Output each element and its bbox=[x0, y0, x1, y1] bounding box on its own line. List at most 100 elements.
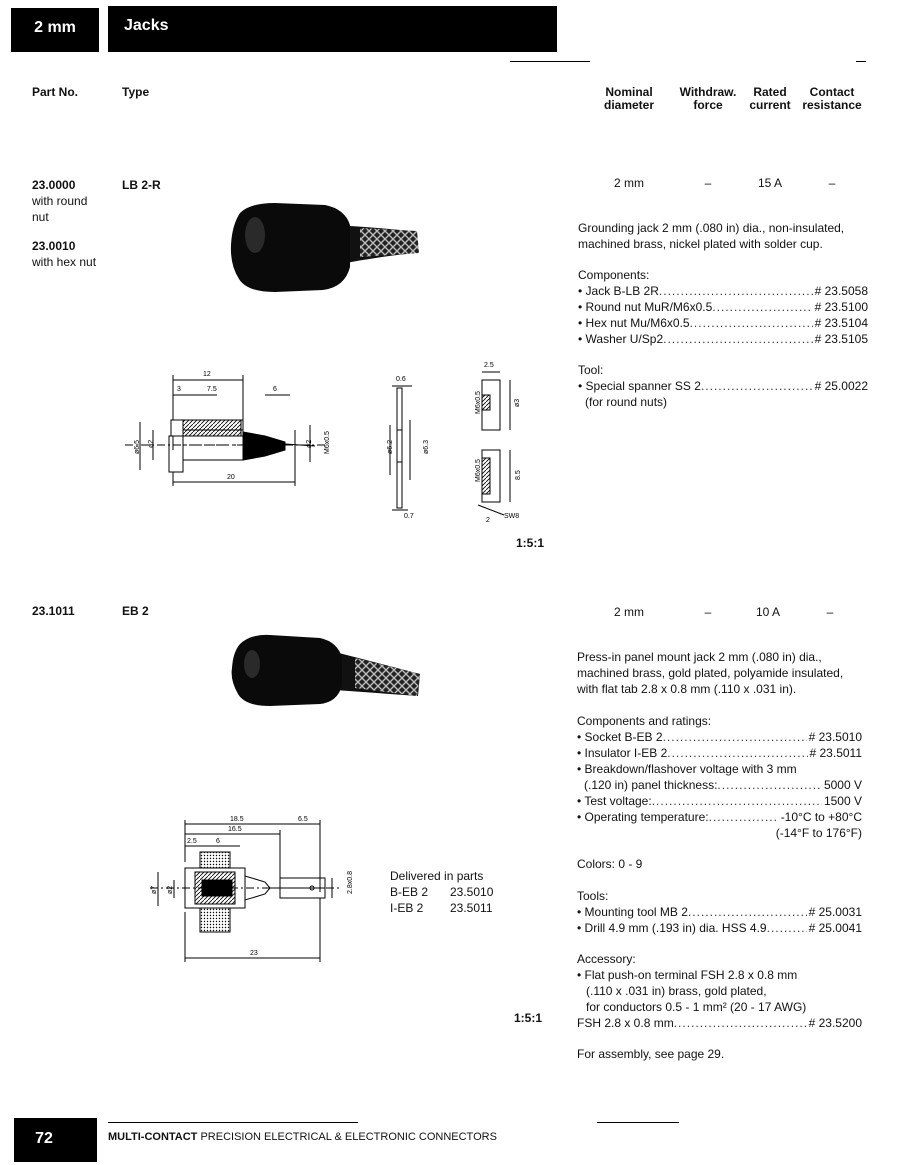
brand-name: MULTI-CONTACT bbox=[108, 1131, 198, 1143]
list-item: • Insulator I-EB 2# 23.5011 bbox=[577, 745, 862, 761]
dim-m6: M6x0.5 bbox=[324, 431, 331, 454]
scale-label: 1:5:1 bbox=[516, 536, 545, 550]
rated-value: 10 A bbox=[755, 605, 781, 619]
delivered-name: I-EB 2 bbox=[390, 901, 424, 915]
list-item: • Operating temperature:-10°C to +80°C bbox=[577, 809, 862, 825]
list-item: • Round nut MuR/M6x0.5# 23.5100 bbox=[578, 299, 868, 315]
components-title: Components: bbox=[578, 268, 650, 282]
dim-m6-nut: M6x0.5 bbox=[475, 391, 482, 414]
dim-3: 3 bbox=[177, 386, 181, 393]
dim-2-8: 2.8x0.8 bbox=[347, 871, 354, 894]
accessory-title: Accessory: bbox=[577, 952, 636, 966]
dim-23: 23 bbox=[250, 950, 258, 957]
col-nominal: Nominal diameter bbox=[603, 85, 655, 112]
components-title: Components and ratings: bbox=[577, 714, 712, 728]
list-item: • Washer U/Sp2# 23.5105 bbox=[578, 331, 868, 347]
assembly-note: For assembly, see page 29. bbox=[577, 1047, 725, 1061]
colors-note: Colors: 0 - 9 bbox=[577, 857, 643, 871]
list-item: • Socket B-EB 2# 23.5010 bbox=[577, 729, 862, 745]
jack-eb2-drawing: 18.5 6.5 16.5 2.5 6 ø7 ø2 2.8x0.8 23 bbox=[150, 816, 354, 962]
accessory-line: (.110 x .031 in) brass, gold plated, bbox=[586, 984, 767, 998]
dim-2-5: 2.5 bbox=[187, 838, 197, 845]
type-name: LB 2-R bbox=[122, 178, 161, 192]
dim-16-5: 16.5 bbox=[228, 826, 242, 833]
list-item: (-14°F to 176°F) bbox=[775, 826, 862, 840]
delivered-title: Delivered in parts bbox=[390, 869, 484, 883]
tool-note: (for round nuts) bbox=[585, 395, 668, 409]
dim-m6-hex: M6x0.5 bbox=[475, 459, 482, 482]
dim-7-5: 7.5 bbox=[207, 386, 217, 393]
list-item: FSH 2.8 x 0.8 mm# 23.5200 bbox=[577, 1015, 862, 1031]
dim-12: 12 bbox=[203, 371, 211, 378]
header-rule-short bbox=[856, 61, 866, 62]
part-number: 23.0000 bbox=[32, 178, 76, 192]
list-item: (.120 in) panel thickness:5000 V bbox=[577, 777, 862, 793]
alt-part-number: 23.0010 bbox=[32, 239, 76, 253]
alt-part-note: with hex nut bbox=[32, 255, 97, 269]
list-item: • Jack B-LB 2R# 23.5058 bbox=[578, 283, 868, 299]
delivered-num: 23.5010 bbox=[450, 885, 494, 899]
footer-rule-right bbox=[597, 1122, 679, 1123]
page-number-box: 72 bbox=[14, 1118, 97, 1162]
footer-rule bbox=[108, 1122, 358, 1123]
rated-value: 15 A bbox=[757, 176, 783, 190]
nominal-value: 2 mm bbox=[614, 605, 644, 619]
scale-label: 1:5:1 bbox=[514, 1011, 543, 1025]
dim-6-5: 6.5 bbox=[298, 816, 308, 823]
dim-6-2: ø6.2 bbox=[387, 440, 394, 454]
tools-title: Tools: bbox=[577, 889, 609, 903]
jack-lb2r-drawing-side: 12 3 7.5 6 ø6.5 ø2 ø2 M6x0.5 20 bbox=[125, 371, 331, 486]
dim-0-7: 0.7 bbox=[404, 513, 414, 520]
dim-18-5: 18.5 bbox=[230, 816, 244, 823]
part-note: with round nut bbox=[32, 194, 88, 224]
jack-eb2-photo bbox=[231, 634, 420, 706]
list-item: • Test voltage:1500 V bbox=[577, 793, 862, 809]
part-number: 23.1011 bbox=[32, 604, 75, 618]
list-item: • Drill 4.9 mm (.193 in) dia. HSS 4.9# 2… bbox=[577, 920, 862, 936]
list-item: • Mounting tool MB 2# 25.0031 bbox=[577, 904, 862, 920]
product-description: Grounding jack 2 mm (.080 in) dia., non-… bbox=[578, 221, 845, 251]
col-type: Type bbox=[122, 85, 150, 99]
col-withdraw: Withdraw. force bbox=[679, 85, 737, 112]
contact-value: – bbox=[826, 605, 834, 619]
dim-2: ø2 bbox=[167, 886, 174, 894]
jack-lb2r-photo bbox=[230, 203, 419, 292]
tool-title: Tool: bbox=[578, 363, 604, 377]
jack-lb2r-drawing-parts: 0.6 2.5 ø6.2 ø6.3 0.7 M6x0.5 ø3 M6x0.5 8… bbox=[387, 362, 522, 524]
components-list: • Socket B-EB 2# 23.5010 • Insulator I-E… bbox=[577, 729, 862, 841]
brand-tagline: PRECISION ELECTRICAL & ELECTRONIC CONNEC… bbox=[200, 1131, 497, 1143]
dim-sw8: SW8 bbox=[504, 513, 519, 520]
withdraw-value: – bbox=[704, 605, 712, 619]
type-name: EB 2 bbox=[122, 604, 149, 618]
dim-20: 20 bbox=[227, 474, 235, 481]
col-part-no: Part No. bbox=[32, 85, 79, 99]
page-number: 72 bbox=[35, 1130, 53, 1147]
list-item: • Hex nut Mu/M6x0.5# 23.5104 bbox=[578, 315, 868, 331]
product-description: Press-in panel mount jack 2 mm (.080 in)… bbox=[577, 650, 844, 696]
footer-brand-line: MULTI-CONTACT PRECISION ELECTRICAL & ELE… bbox=[108, 1131, 497, 1143]
header-rule bbox=[510, 61, 590, 62]
accessory-line: for conductors 0.5 - 1 mm² (20 - 17 AWG) bbox=[586, 1000, 807, 1014]
section-title: Jacks bbox=[124, 17, 169, 34]
list-item: • Special spanner SS 2# 25.0022 bbox=[578, 378, 868, 394]
components-list: • Jack B-LB 2R# 23.5058 • Round nut MuR/… bbox=[578, 283, 868, 347]
col-rated: Rated current bbox=[749, 85, 791, 112]
delivered-name: B-EB 2 bbox=[390, 885, 429, 899]
dim-8-5: 8.5 bbox=[515, 470, 522, 480]
delivered-num: 23.5011 bbox=[450, 901, 493, 915]
withdraw-value: – bbox=[704, 176, 712, 190]
dim-2b: ø2 bbox=[306, 440, 313, 448]
tool-list: • Special spanner SS 2# 25.0022 bbox=[578, 378, 868, 394]
dim-6: 6 bbox=[273, 386, 277, 393]
dim-2: ø2 bbox=[148, 440, 155, 448]
dim-2-5: 2.5 bbox=[484, 362, 494, 369]
accessory-line: • Flat push-on terminal FSH 2.8 x 0.8 mm bbox=[577, 968, 798, 982]
dim-0-6: 0.6 bbox=[396, 376, 406, 383]
section-title-bar: Jacks bbox=[108, 6, 557, 52]
list-item: • Breakdown/flashover voltage with 3 mm bbox=[577, 762, 797, 776]
dim-6: 6 bbox=[216, 838, 220, 845]
dim-3: ø3 bbox=[514, 399, 521, 407]
tab-label: 2 mm bbox=[34, 19, 76, 36]
dim-6-3: ø6.3 bbox=[423, 440, 430, 454]
col-contact: Contact resistance bbox=[802, 85, 862, 112]
